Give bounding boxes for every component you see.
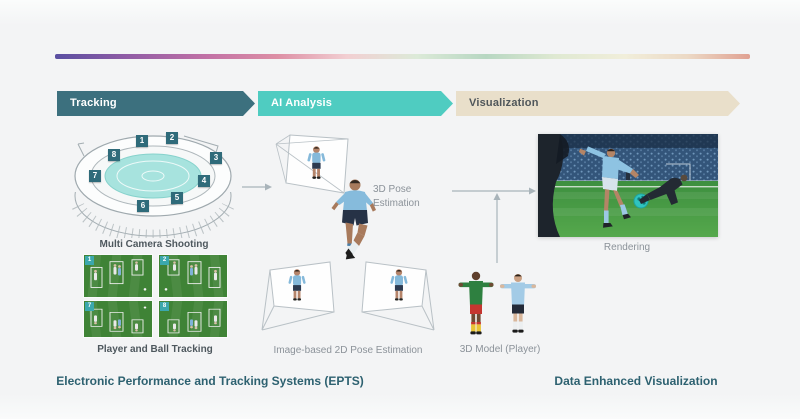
epts-caption: Electronic Performance and Tracking Syst…: [56, 374, 364, 388]
camera-badge-3: 3: [210, 152, 222, 164]
frustum-2d-left: [256, 260, 340, 336]
player-ball-tracking-label: Player and Ball Tracking: [97, 344, 213, 355]
camera-badge-4: 4: [198, 175, 210, 187]
camera-frustum-3d: [275, 134, 349, 194]
frustum-2d-right: [356, 260, 440, 336]
tracking-frame-1-badge: 1: [85, 256, 94, 265]
pose-3d-estimation-label: 3D Pose Estimation: [373, 184, 420, 209]
camera-badge-6: 6: [137, 200, 149, 212]
model-player-label: 3D Model (Player): [459, 344, 541, 355]
rendering-preview: [538, 134, 718, 237]
pose-2d-estimation-label: Image-based 2D Pose Estimation: [273, 345, 423, 356]
tracking-frame-2: 2: [159, 255, 227, 297]
tracking-frame-3: 7: [84, 301, 152, 337]
data-enhanced-caption: Data Enhanced Visualization: [554, 374, 718, 388]
tracking-frame-4: 8: [159, 301, 227, 337]
tracking-frame-3-badge: 7: [85, 302, 94, 311]
camera-badge-2: 2: [166, 132, 178, 144]
pose-3d-player: [331, 179, 376, 260]
model-player-green: [458, 271, 494, 335]
camera-badge-7: 7: [89, 170, 101, 182]
rendering-label: Rendering: [603, 242, 651, 253]
top-gradient-bar: [55, 54, 750, 59]
camera-badge-1: 1: [136, 135, 148, 147]
multi-camera-shooting-label: Multi Camera Shooting: [99, 239, 209, 250]
camera-badge-8: 8: [108, 149, 120, 161]
tracking-frame-1: 1: [84, 255, 152, 297]
stage-banner-ai-analysis: AI Analysis: [258, 91, 453, 116]
tracking-frame-2-badge: 2: [160, 256, 169, 265]
tracking-frame-4-badge: 8: [160, 302, 169, 311]
camera-badge-5: 5: [171, 192, 183, 204]
stage-banner-tracking: Tracking: [57, 91, 255, 116]
stage-banner-visualization: Visualization: [456, 91, 740, 116]
model-player-blue: [500, 274, 536, 333]
